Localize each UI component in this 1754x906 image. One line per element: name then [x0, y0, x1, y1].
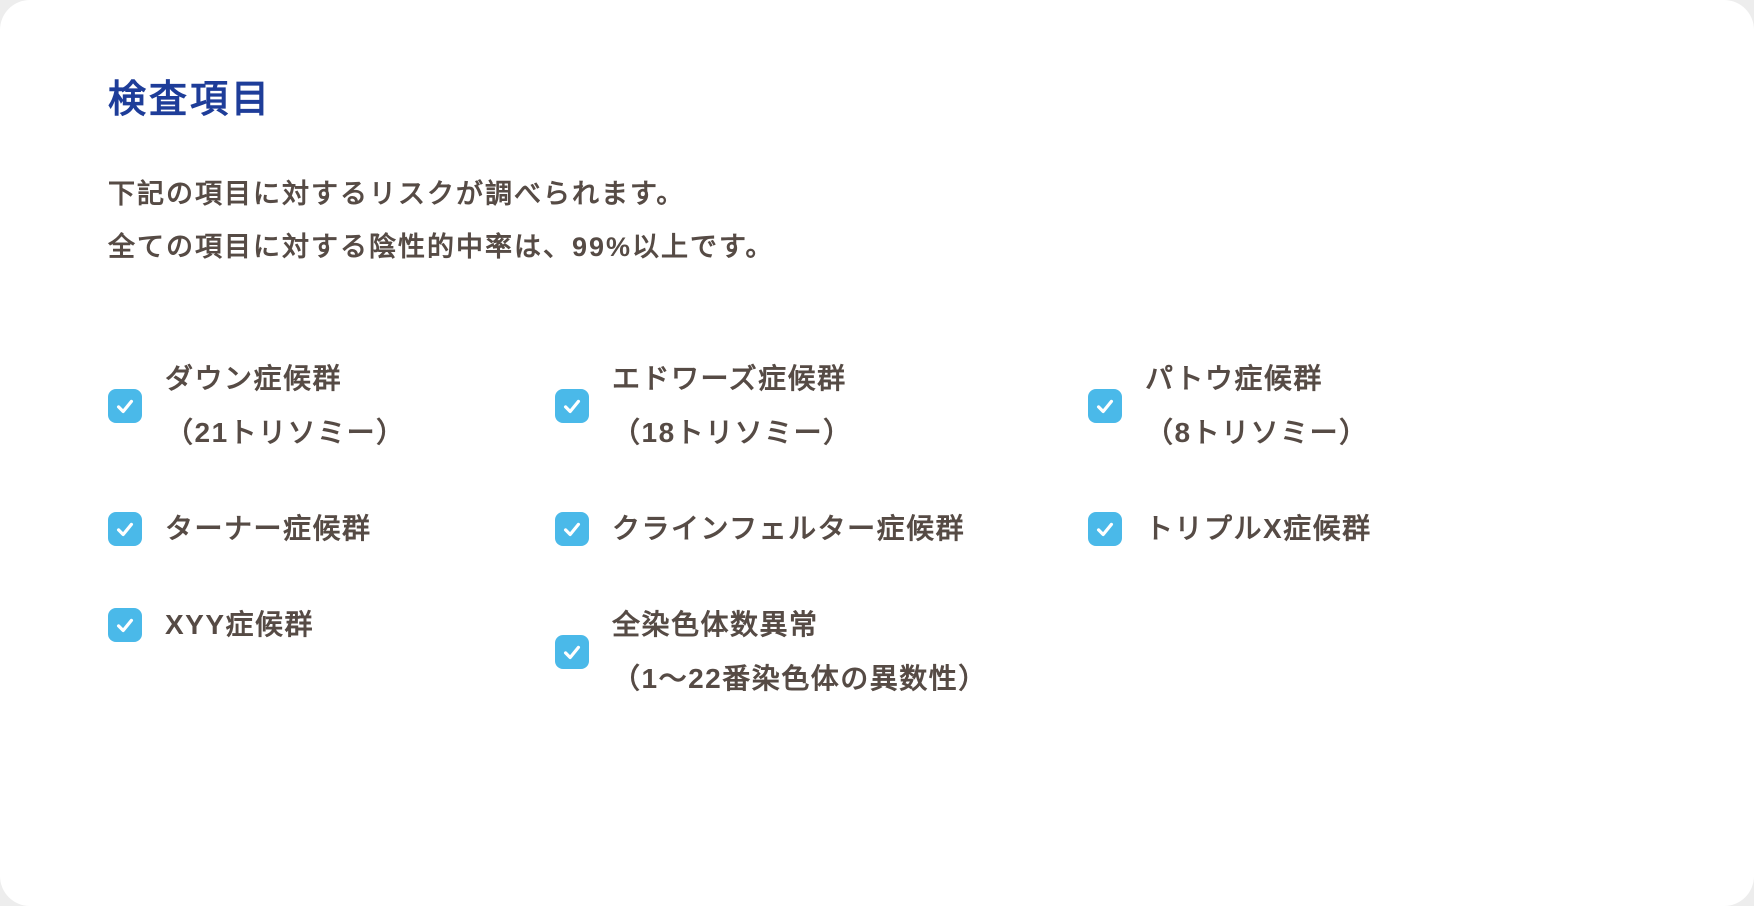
description-line-1: 下記の項目に対するリスクが調べられます。: [108, 178, 686, 209]
page-title: 検査項目: [108, 79, 273, 121]
item-subtext: （1〜22番染色体の異数性）: [612, 662, 988, 694]
checklist-item-label: エドワーズ症候群 （18トリソミー）: [612, 352, 853, 460]
item-name: ターナー症候群: [165, 512, 372, 544]
checkbox-checked[interactable]: [108, 388, 142, 423]
checklist-item-label: クラインフェルター症候群: [612, 502, 965, 556]
item-subtext: （8トリソミー）: [1145, 416, 1369, 448]
item-name: ダウン症候群: [165, 362, 343, 394]
checkmark-icon: [563, 522, 581, 536]
checklist-item-label: XYY症候群: [165, 598, 314, 652]
checklist-item-label: トリプルX症候群: [1145, 502, 1372, 556]
checkbox-checked[interactable]: [108, 511, 142, 546]
checklist-item-label: ターナー症候群: [165, 502, 372, 556]
item-name: クラインフェルター症候群: [612, 512, 966, 544]
checklist-item-down-syndrome: ダウン症候群 （21トリソミー）: [108, 352, 555, 460]
checklist-item-label: 全染色体数異常 （1〜22番染色体の異数性）: [612, 598, 988, 706]
checkbox-checked[interactable]: [1088, 511, 1122, 546]
item-name: パトウ症候群: [1145, 362, 1323, 394]
item-subtext: （18トリソミー）: [612, 416, 853, 448]
checkmark-icon: [1096, 522, 1114, 536]
checkbox-checked[interactable]: [555, 634, 589, 669]
checkmark-icon: [116, 399, 134, 413]
checklist-item-klinefelter-syndrome: クラインフェルター症候群: [555, 502, 1088, 556]
item-name: エドワーズ症候群: [612, 362, 847, 394]
checklist-item-turner-syndrome: ターナー症候群: [108, 502, 555, 556]
checkmark-icon: [116, 522, 134, 536]
item-name: XYY症候群: [165, 608, 315, 640]
checklist-item-label: ダウン症候群 （21トリソミー）: [165, 352, 406, 460]
item-name: 全染色体数異常: [612, 608, 819, 640]
checkbox-checked[interactable]: [555, 388, 589, 423]
checkbox-checked[interactable]: [108, 607, 142, 642]
item-subtext: （21トリソミー）: [165, 416, 406, 448]
checklist-item-all-chromosome-aneuploidy: 全染色体数異常 （1〜22番染色体の異数性）: [555, 598, 1088, 706]
checklist-item-xyy-syndrome: XYY症候群: [108, 598, 555, 652]
checkmark-icon: [563, 399, 581, 413]
checkbox-checked[interactable]: [555, 511, 589, 546]
checkbox-checked[interactable]: [1088, 388, 1122, 423]
checklist: ダウン症候群 （21トリソミー） エドワーズ症候群 （18トリソミー） パトウ症…: [108, 352, 1664, 706]
checklist-item-edwards-syndrome: エドワーズ症候群 （18トリソミー）: [555, 352, 1088, 460]
description: 下記の項目に対するリスクが調べられます。 全ての項目に対する陰性的中率は、99%…: [108, 168, 1664, 274]
checkmark-icon: [563, 645, 581, 659]
description-line-2: 全ての項目に対する陰性的中率は、99%以上です。: [108, 231, 775, 262]
checkmark-icon: [1096, 399, 1114, 413]
checklist-item-triple-x-syndrome: トリプルX症候群: [1088, 502, 1664, 556]
checklist-item-label: パトウ症候群 （8トリソミー）: [1145, 352, 1369, 460]
item-name: トリプルX症候群: [1145, 512, 1372, 544]
checklist-item-patau-syndrome: パトウ症候群 （8トリソミー）: [1088, 352, 1664, 460]
checkmark-icon: [116, 618, 134, 632]
